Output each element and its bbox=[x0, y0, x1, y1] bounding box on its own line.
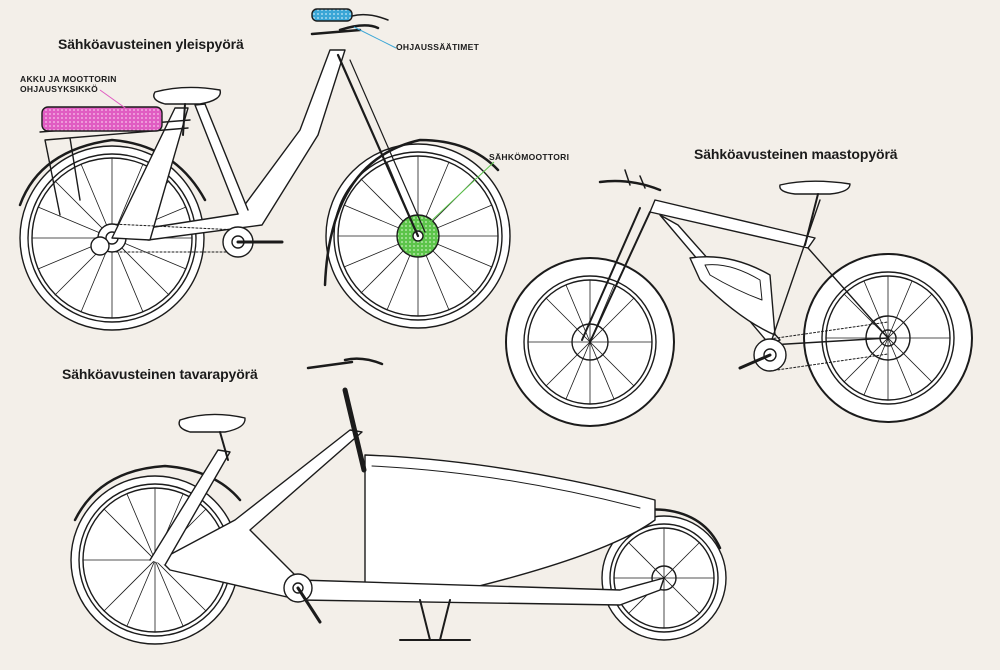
callout-motor: SÄHKÖMOOTTORI bbox=[489, 152, 570, 162]
callout-battery-line2: OHJAUSYKSIKKÖ bbox=[20, 84, 99, 94]
callout-battery-line1: AKKU JA MOOTTORIN bbox=[20, 74, 117, 84]
title-cargo-bike: Sähköavusteinen tavarapyörä bbox=[62, 366, 258, 382]
mountain-bike bbox=[505, 169, 973, 427]
callout-controls: OHJAUSSÄÄTIMET bbox=[396, 42, 480, 52]
title-city-bike: Sähköavusteinen yleispyörä bbox=[58, 36, 244, 52]
handlebar-controls bbox=[311, 8, 353, 22]
battery-pack bbox=[41, 106, 163, 132]
callout-battery: AKKU JA MOOTTORIN OHJAUSYKSIKKÖ bbox=[20, 74, 130, 94]
title-mountain-bike: Sähköavusteinen maastopyörä bbox=[694, 146, 898, 162]
city-bike bbox=[18, 8, 511, 331]
cargo-bike bbox=[70, 357, 727, 645]
